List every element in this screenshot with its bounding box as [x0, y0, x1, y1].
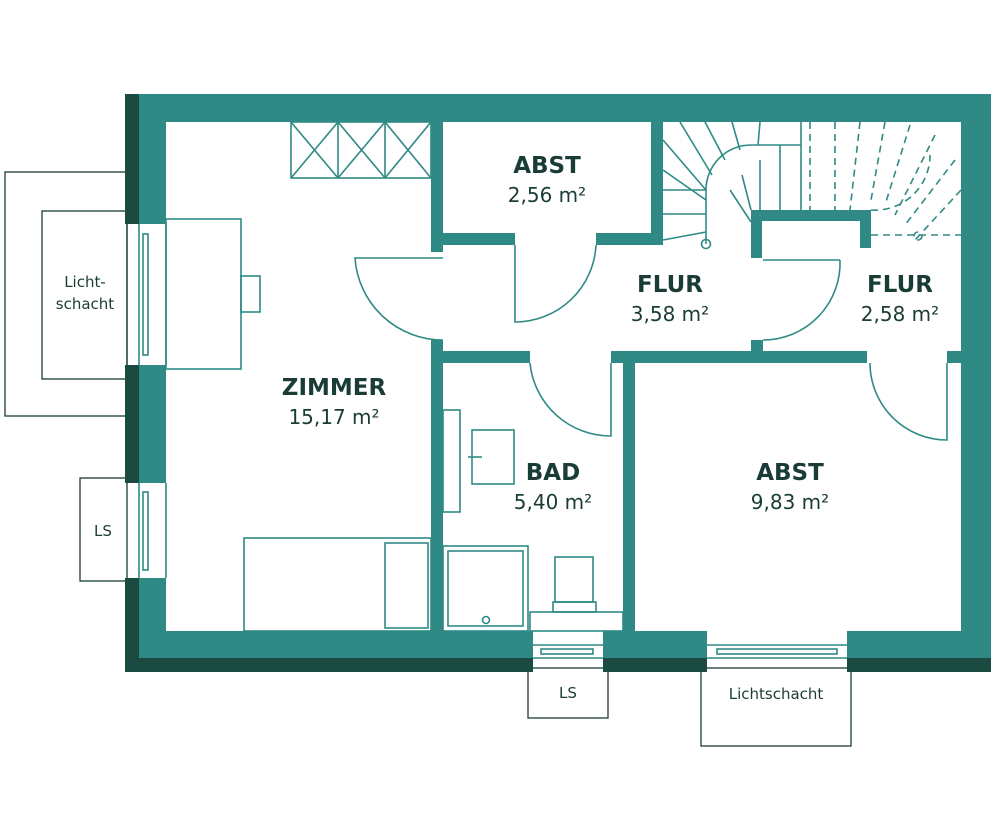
lichtschacht-left-label-1: Licht-	[64, 273, 106, 291]
wall-zimmer-top	[431, 122, 443, 252]
wall-edge-bottom-1	[125, 658, 533, 672]
desk	[165, 218, 242, 370]
bathroom-counter	[442, 409, 461, 513]
toilet	[552, 556, 597, 613]
room-area-bad: 5,40 m²	[514, 490, 592, 514]
room-area-abst-large: 9,83 m²	[751, 490, 829, 514]
door-bad	[529, 362, 612, 437]
chair	[240, 275, 261, 313]
room-labels: ZIMMER 15,17 m² ABST 2,56 m² FLUR 3,58 m…	[282, 153, 939, 514]
wall-abst-right	[651, 122, 663, 244]
interior-walls	[431, 122, 961, 631]
lichtschacht-bottom-label: Lichtschacht	[729, 685, 824, 703]
wall-flur-divider	[751, 340, 763, 363]
window-left-lower	[138, 483, 167, 578]
wardrobe	[290, 121, 432, 179]
room-area-abst-small: 2,56 m²	[508, 183, 586, 207]
room-area-zimmer: 15,17 m²	[288, 405, 379, 429]
window-left-upper	[138, 224, 167, 365]
wall-edge-bottom-3	[847, 658, 991, 672]
wall-edge-bottom-2	[603, 658, 707, 672]
exterior-labels: Licht- schacht LS LS Lichtschacht	[56, 273, 824, 703]
room-name-abst-small: ABST	[513, 153, 581, 179]
windows	[138, 224, 847, 659]
furniture	[165, 121, 624, 632]
bed	[243, 537, 432, 632]
nightstand	[384, 542, 429, 629]
ls-bottom-label: LS	[559, 684, 577, 702]
room-name-zimmer: ZIMMER	[282, 375, 387, 401]
stair-wall-right	[860, 210, 871, 248]
wall-edge-left-3	[125, 578, 139, 672]
doors	[354, 244, 948, 441]
lichtschacht-left-inner	[41, 210, 128, 380]
wall-zimmer-bottom	[431, 340, 443, 631]
ls-left-box	[79, 477, 128, 582]
ls-bottom-box	[527, 667, 609, 719]
room-name-bad: BAD	[526, 460, 580, 486]
wall-bad-top-right	[611, 351, 867, 363]
wall-edge-left-1	[125, 94, 139, 224]
stair-wall-top	[751, 210, 871, 221]
window-bottom-bad	[533, 644, 603, 659]
room-name-flur-2: FLUR	[867, 272, 933, 298]
door-abst-right	[869, 362, 948, 441]
wall-edge-left-2	[125, 365, 139, 483]
window-bottom-abst	[707, 644, 847, 659]
exterior-elements	[4, 171, 852, 747]
shower	[442, 545, 529, 632]
staircase	[662, 121, 962, 250]
lichtschacht-bottom-box	[700, 667, 852, 747]
ls-left-label: LS	[94, 522, 112, 540]
room-area-flur-2: 2,58 m²	[861, 302, 939, 326]
wall-abst-bottom-left	[431, 233, 515, 245]
door-flur-right	[762, 259, 841, 341]
bathroom-shelf	[529, 611, 624, 632]
door-abst-top	[514, 244, 597, 323]
wall-right	[961, 94, 991, 672]
lichtschacht-left-label-2: schacht	[56, 295, 115, 313]
wall-abst-bottom-right	[596, 233, 663, 245]
wall-right-stub	[947, 351, 961, 363]
wall-bad-top-left	[431, 351, 530, 363]
room-name-abst-large: ABST	[756, 460, 824, 486]
door-zimmer	[354, 257, 444, 341]
wall-bad-right	[623, 351, 635, 631]
room-name-flur-1: FLUR	[637, 272, 703, 298]
room-area-flur-1: 3,58 m²	[631, 302, 709, 326]
stair-wall-left	[751, 210, 762, 258]
wall-top	[125, 94, 991, 122]
outer-walls	[125, 94, 991, 672]
